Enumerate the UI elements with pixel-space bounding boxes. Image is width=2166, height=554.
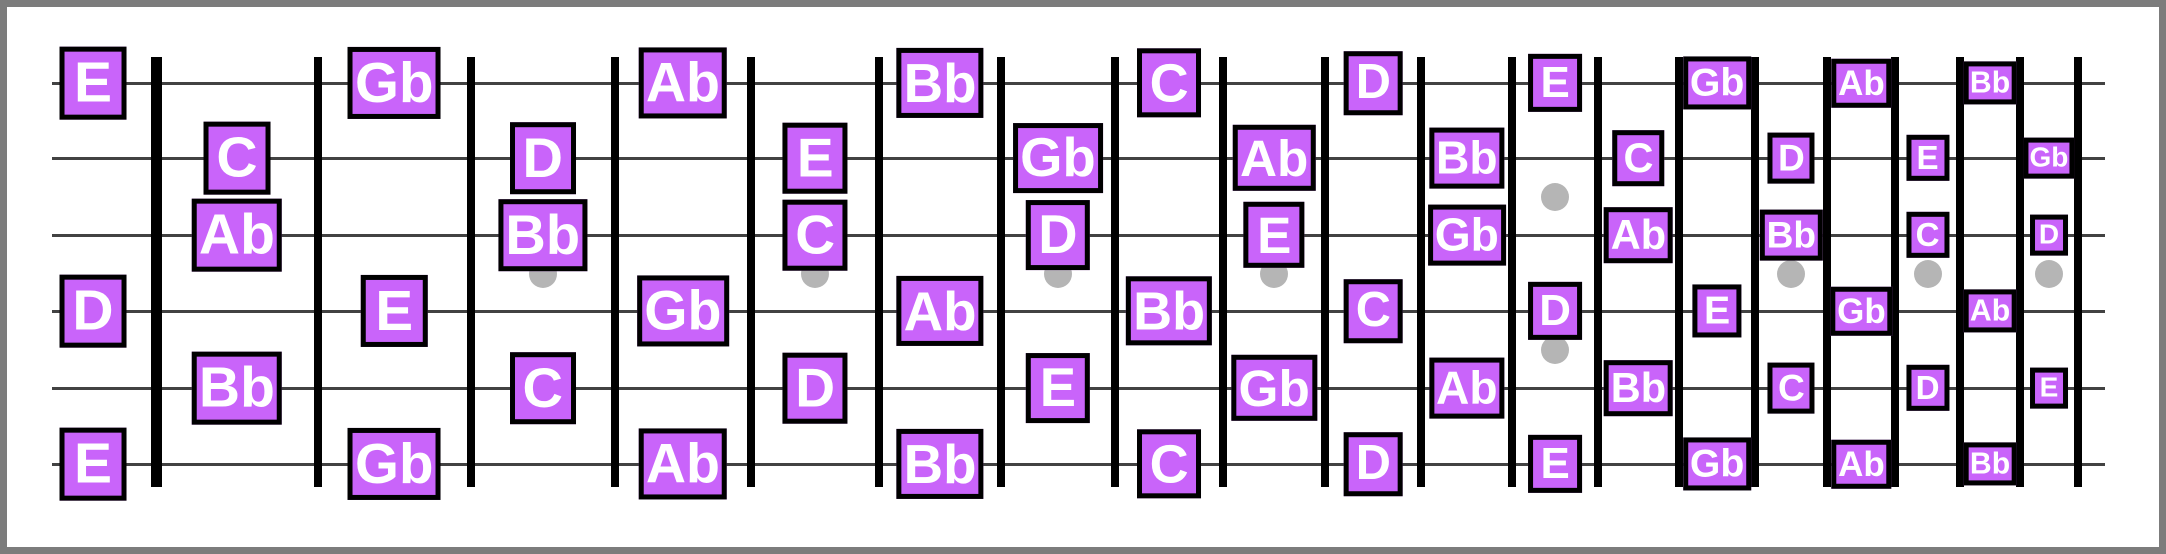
note-label: C (782, 199, 848, 271)
note-label: C (1137, 429, 1202, 499)
fret-line-17 (1955, 57, 1964, 487)
note-label: Bb (191, 351, 283, 425)
fret-line-7 (1111, 57, 1120, 487)
note-label: Gb (1012, 123, 1103, 193)
fret-marker-dot-15 (1777, 260, 1806, 288)
note-label: D (509, 122, 576, 194)
note-label: D (1528, 281, 1583, 341)
note-label: Gb (637, 275, 729, 347)
note-label: Ab (1831, 439, 1892, 489)
note-label: Ab (1604, 207, 1673, 263)
fret-marker-dot-17 (1913, 260, 1942, 288)
note-label: Bb (1963, 61, 2017, 105)
note-label: C (1612, 130, 1665, 186)
note-label: D (1767, 132, 1815, 184)
string-line-1 (52, 81, 2105, 85)
note-label: Ab (1232, 124, 1316, 192)
note-label: D (2029, 214, 2068, 256)
fret-line-12 (1594, 57, 1602, 487)
note-label: E (1528, 53, 1583, 113)
note-label: Gb (347, 427, 441, 501)
note-label: E (1025, 353, 1091, 423)
nut-line (150, 57, 162, 487)
fret-line-14 (1751, 57, 1760, 487)
note-label: Ab (1429, 357, 1505, 419)
fret-line-19 (2073, 57, 2082, 487)
note-label: C (1137, 48, 1202, 118)
note-label: E (1692, 284, 1742, 338)
note-label: Ab (1963, 289, 2017, 333)
note-label: D (1343, 432, 1403, 496)
note-label: E (1243, 201, 1305, 269)
note-label: E (1528, 434, 1583, 494)
note-label: Bb (1126, 276, 1213, 346)
note-label: D (1906, 364, 1950, 412)
note-label: E (59, 427, 127, 501)
note-label: C (203, 121, 271, 195)
note-label: Bb (1429, 127, 1505, 189)
fret-line-4 (746, 57, 755, 487)
note-label: C (1343, 279, 1403, 343)
fret-marker-dot-12 (1541, 182, 1570, 211)
note-label: C (1906, 211, 1950, 259)
fret-line-6 (996, 57, 1005, 487)
fret-line-2 (466, 57, 475, 487)
note-label: D (59, 274, 127, 348)
fret-line-8 (1219, 57, 1228, 487)
note-label: Gb (1830, 286, 1893, 336)
note-label: E (59, 46, 127, 120)
note-label: Bb (1760, 209, 1823, 261)
note-label: E (2029, 367, 2068, 409)
string-line-6 (52, 462, 2105, 466)
note-label: Ab (896, 275, 984, 347)
fret-line-5 (875, 57, 884, 487)
note-label: Ab (638, 428, 728, 500)
note-label: Bb (896, 428, 984, 500)
note-label: Bb (1604, 360, 1673, 416)
string-line-4 (52, 309, 2105, 313)
fret-line-13 (1674, 57, 1683, 487)
note-label: E (361, 274, 428, 348)
fret-line-16 (1891, 57, 1900, 487)
note-label: D (782, 352, 848, 424)
note-label: Gb (1683, 437, 1751, 491)
note-label: E (1906, 134, 1950, 182)
note-label: Ab (1831, 58, 1892, 108)
fret-line-9 (1321, 57, 1330, 487)
fret-marker-dot-19 (2034, 260, 2063, 288)
fret-marker-dot-12 (1541, 335, 1570, 364)
fret-line-3 (610, 57, 619, 487)
fret-line-15 (1823, 57, 1832, 487)
fret-line-18 (2016, 57, 2025, 487)
note-label: Ab (638, 47, 728, 119)
fret-line-10 (1417, 57, 1426, 487)
fret-line-1 (313, 57, 322, 487)
note-label: Gb (1427, 204, 1506, 266)
note-label: Bb (1963, 442, 2017, 486)
note-label: D (1343, 51, 1403, 115)
note-label: Gb (1231, 354, 1317, 422)
note-label: Gb (2023, 137, 2075, 179)
note-label: C (509, 352, 576, 424)
note-label: D (1025, 200, 1091, 270)
note-label: Bb (896, 47, 984, 119)
note-label: Gb (1683, 56, 1751, 110)
note-label: Ab (191, 198, 283, 272)
note-label: C (1767, 362, 1815, 414)
note-label: Bb (498, 199, 588, 271)
note-label: E (782, 122, 848, 194)
fret-line-11 (1508, 57, 1517, 487)
note-label: Gb (347, 46, 441, 120)
